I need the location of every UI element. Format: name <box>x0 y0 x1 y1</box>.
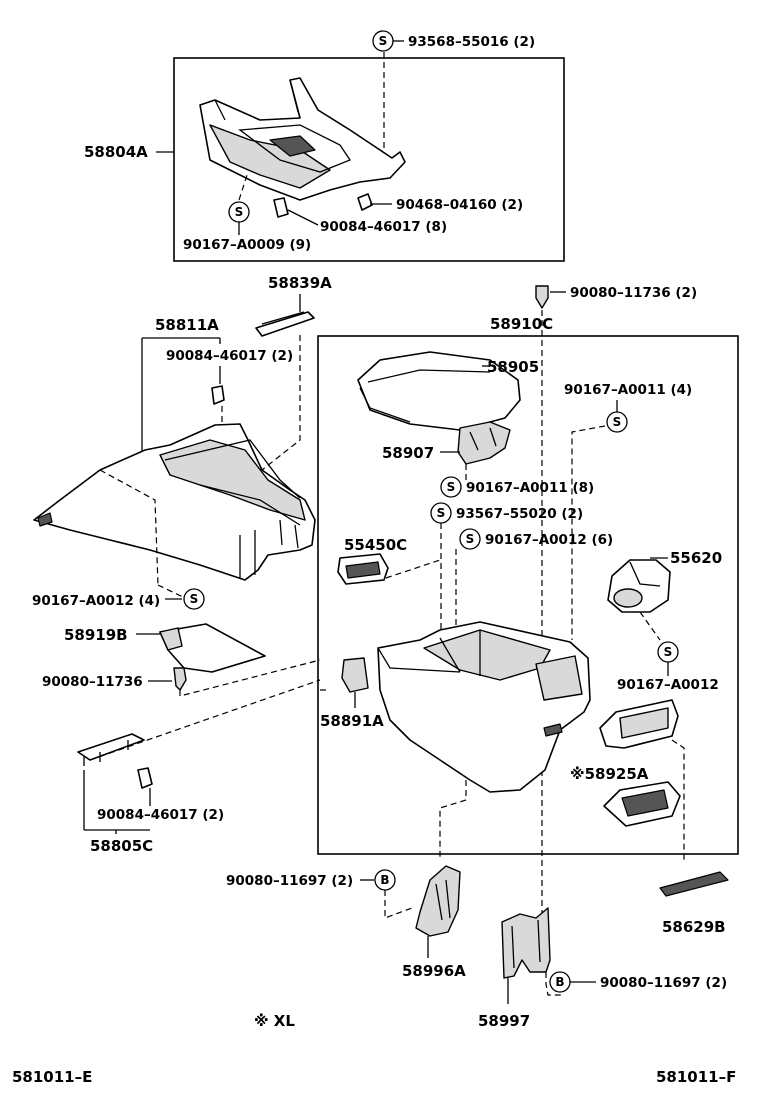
label-58905: 58905 <box>487 358 539 376</box>
bracket-58891a-part <box>341 657 369 693</box>
screw-symbol-93568: S <box>372 30 394 52</box>
label-58925a: ※58925A <box>570 765 649 783</box>
armrest-lid-58905-part <box>357 351 521 431</box>
svg-text:B: B <box>380 873 389 887</box>
label-55620: 55620 <box>670 549 722 567</box>
label-90167-a0012-4: 90167–A0012 (4) <box>32 593 160 609</box>
screw-symbol-90167-a0012: S <box>657 641 679 663</box>
label-58910c: 58910C <box>490 315 553 333</box>
console-body-part <box>377 621 591 793</box>
screw-symbol-90167-a0011-4: S <box>606 411 628 433</box>
switch-55450c-part <box>337 553 389 585</box>
label-90080-11736: 90080–11736 <box>42 674 143 690</box>
label-90080-11736-2: 90080–11736 (2) <box>570 285 697 301</box>
svg-text:S: S <box>437 506 446 520</box>
svg-text:S: S <box>664 645 673 659</box>
svg-text:B: B <box>555 975 564 989</box>
label-58804a: 58804A <box>84 143 148 161</box>
label-58805c: 58805C <box>90 837 153 855</box>
cover-plate-58919b-part <box>159 623 266 673</box>
trim-strip-58805c-part <box>77 733 145 766</box>
label-90167-a0011-8: 90167–A0011 (8) <box>466 480 594 496</box>
bracket-58997-part <box>501 907 551 979</box>
upper-panel-58804a-part <box>199 77 406 201</box>
bolt-90080-11736-part-top <box>535 285 549 309</box>
label-90084-46017-2b: 90084–46017 (2) <box>97 807 224 823</box>
screw-symbol-90167-a0012-4: S <box>183 588 205 610</box>
upper-assembly-box <box>173 57 565 262</box>
screw-symbol-90167-a0009: S <box>228 201 250 223</box>
label-ref-right: 581011–F <box>656 1068 736 1086</box>
svg-text:S: S <box>379 34 388 48</box>
clip-90468-part <box>357 193 373 211</box>
bolt-symbol-90080-11697-b: B <box>549 971 571 993</box>
label-55450c: 55450C <box>344 536 407 554</box>
screw-symbol-93567-55020: S <box>430 502 452 524</box>
label-58891a: 58891A <box>320 712 384 730</box>
svg-text:S: S <box>613 415 622 429</box>
label-90080-11697-2b: 90080–11697 (2) <box>600 975 727 991</box>
label-58997: 58997 <box>478 1012 530 1030</box>
svg-text:S: S <box>447 480 456 494</box>
bracket-58996a-part <box>415 865 461 937</box>
svg-text:S: S <box>235 205 244 219</box>
bolt-symbol-90080-11697-a: B <box>374 869 396 891</box>
label-58919b: 58919B <box>64 626 128 644</box>
svg-text:S: S <box>466 532 475 546</box>
clip-90084-part-upper <box>273 197 289 218</box>
label-93568-55016: 93568–55016 (2) <box>408 34 535 50</box>
screw-symbol-90167-a0012-6: S <box>459 528 481 550</box>
label-58839a: 58839A <box>268 274 332 292</box>
vent-58925a-part <box>599 699 679 749</box>
console-rear-panel-58811a-part <box>33 423 316 581</box>
label-93567-55020: 93567–55020 (2) <box>456 506 583 522</box>
trim-strip-58839a-part <box>255 311 315 337</box>
cup-holder-55620-part <box>607 559 671 613</box>
label-90167-a0012: 90167–A0012 <box>617 677 719 693</box>
label-ref-left: 581011–E <box>12 1068 92 1086</box>
label-58907: 58907 <box>382 444 434 462</box>
hinge-58907-part <box>457 421 511 465</box>
label-90084-46017-2a: 90084–46017 (2) <box>166 348 293 364</box>
label-90468-04160: 90468–04160 (2) <box>396 197 523 213</box>
bolt-90080-11736-part-left <box>173 667 187 691</box>
label-58996a: 58996A <box>402 962 466 980</box>
grille-58629b-part <box>659 871 729 897</box>
svg-text:S: S <box>190 592 199 606</box>
label-58629b: 58629B <box>662 918 726 936</box>
vent-grille-part <box>603 781 681 827</box>
console-assembly-box <box>317 335 739 855</box>
label-90167-a0011-4: 90167–A0011 (4) <box>564 382 692 398</box>
label-90080-11697-2a: 90080–11697 (2) <box>226 873 353 889</box>
clip-90084-part-lower <box>137 767 153 789</box>
label-90084-46017-8: 90084–46017 (8) <box>320 219 447 235</box>
label-90167-a0012-6: 90167–A0012 (6) <box>485 532 613 548</box>
label-90167-a0009: 90167–A0009 (9) <box>183 237 311 253</box>
label-58811a: 58811A <box>155 316 219 334</box>
label-xl-note: ※ XL <box>254 1012 295 1030</box>
clip-90084-part-left <box>211 385 225 405</box>
screw-symbol-90167-a0011-8: S <box>440 476 462 498</box>
